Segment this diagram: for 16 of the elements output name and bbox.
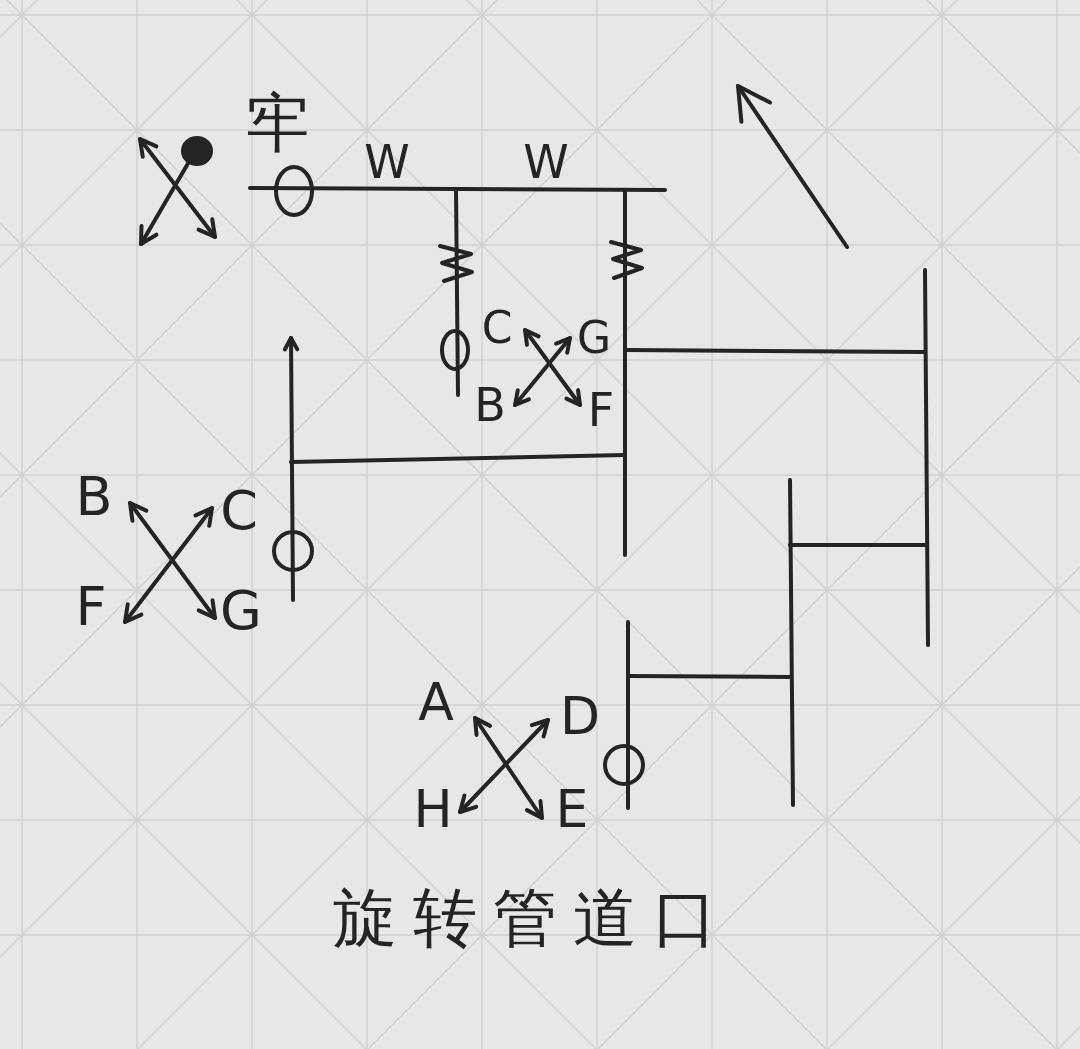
direction-letter: C xyxy=(481,306,513,350)
direction-letter: B xyxy=(474,382,506,428)
direction-letter: H xyxy=(413,783,453,835)
pipe-letter: W xyxy=(523,139,569,185)
direction-letter: F xyxy=(587,387,615,433)
pipe-letter: W xyxy=(364,139,410,185)
caption: 旋转管道口 xyxy=(332,886,733,950)
direction-letter: G xyxy=(576,316,612,360)
place-label: 牢 xyxy=(246,91,310,155)
direction-letter: G xyxy=(220,584,262,638)
direction-letter: B xyxy=(75,470,113,524)
direction-letter: E xyxy=(555,783,589,835)
direction-letter: C xyxy=(220,484,258,538)
direction-letter: A xyxy=(418,676,454,728)
direction-letter: D xyxy=(560,690,600,742)
direction-letter: F xyxy=(75,580,107,634)
